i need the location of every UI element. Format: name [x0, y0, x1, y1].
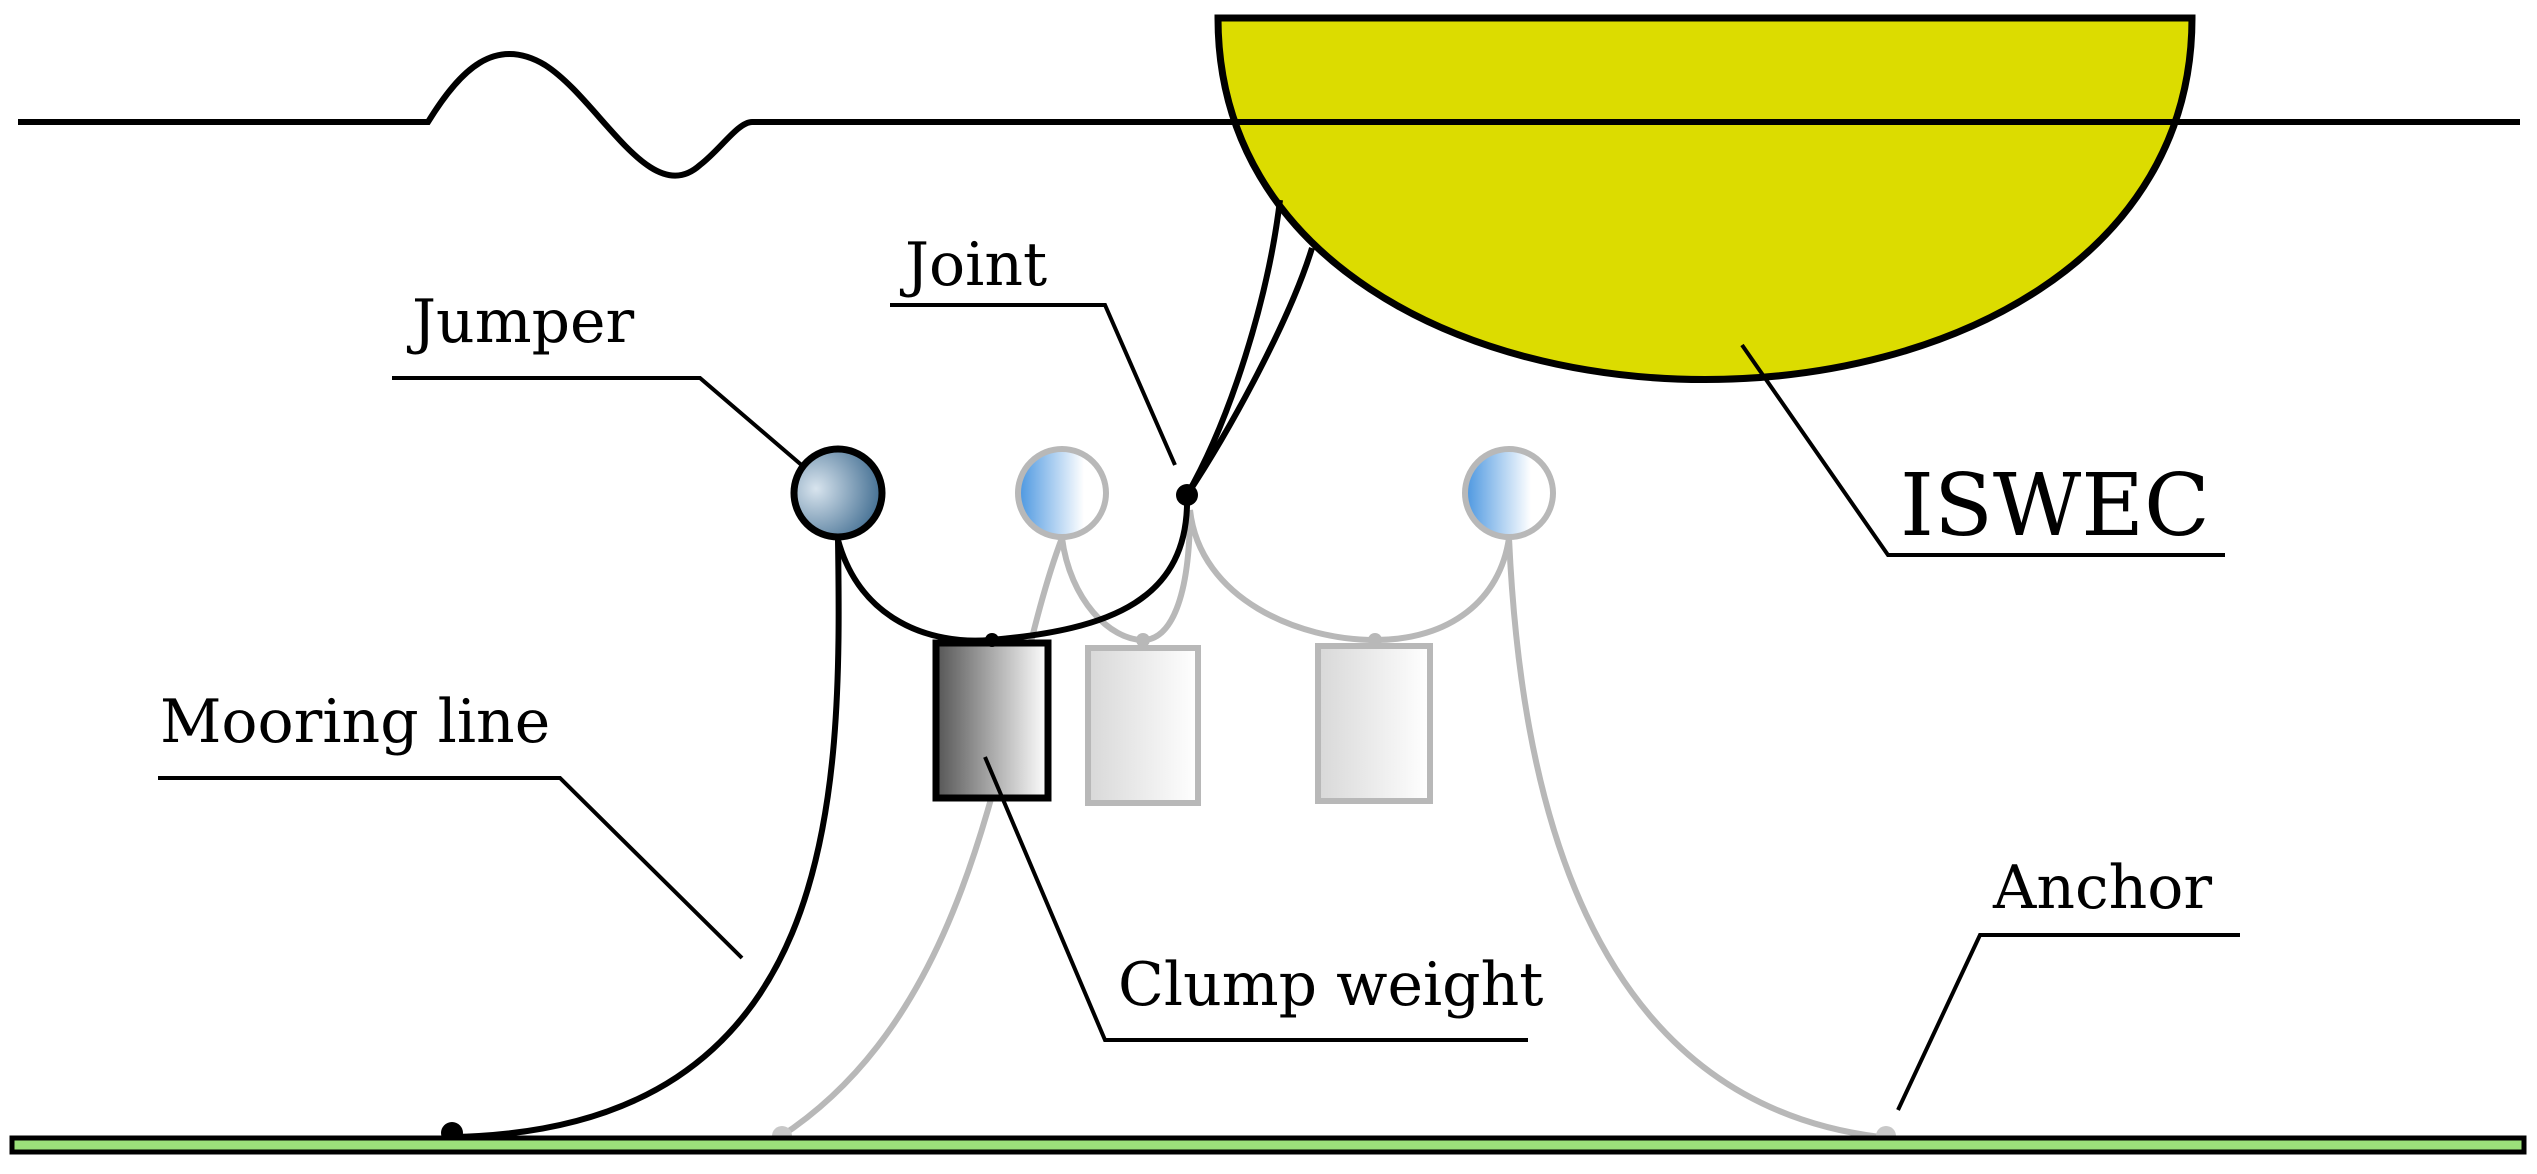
faded-clump-weight-1	[1085, 645, 1201, 806]
faded-clump-weight-2	[1315, 643, 1433, 804]
mooring-line	[451, 539, 842, 1140]
clump-weight-label: Clump weight	[1118, 950, 1543, 1020]
mooring-line-label: Mooring line	[160, 687, 550, 757]
faded-jumper-buoy-1	[1015, 446, 1109, 540]
joint-dot	[1176, 484, 1198, 506]
anchor-label: Anchor	[1992, 853, 2212, 923]
jumper-line-arc	[835, 494, 1191, 644]
joint-to-hull-line-1	[1184, 199, 1283, 497]
faded-mooring-line-2	[1506, 537, 1881, 1140]
faded-jumper-buoy-2	[1462, 446, 1556, 540]
jumper-label: Jumper	[406, 287, 635, 357]
iswec-leader	[1740, 343, 2225, 557]
iswec-hull	[1214, 14, 2196, 383]
joint-to-hull-line-2	[1184, 247, 1315, 497]
faded-mooring-line-1	[778, 536, 1065, 1140]
active-configuration	[451, 199, 1315, 1140]
faded-clump-hook-1	[1136, 633, 1150, 647]
jumper-leader	[392, 376, 807, 470]
faded-jumper-arc-2	[1187, 509, 1512, 644]
mooring-line-leader	[158, 776, 744, 960]
anchor-leader	[1896, 933, 2240, 1111]
iswec-label: ISWEC	[1900, 456, 2210, 556]
seabed	[9, 1135, 2527, 1155]
joint-leader	[890, 303, 1177, 466]
faded-clump-hook-2	[1368, 633, 1382, 647]
water-surface	[18, 51, 2520, 179]
clump-hook	[985, 633, 999, 647]
clump-weight-leader	[983, 756, 1528, 1042]
joint-label: Joint	[899, 230, 1047, 300]
leader-lines	[158, 303, 2240, 1111]
jumper-buoy	[790, 445, 886, 541]
